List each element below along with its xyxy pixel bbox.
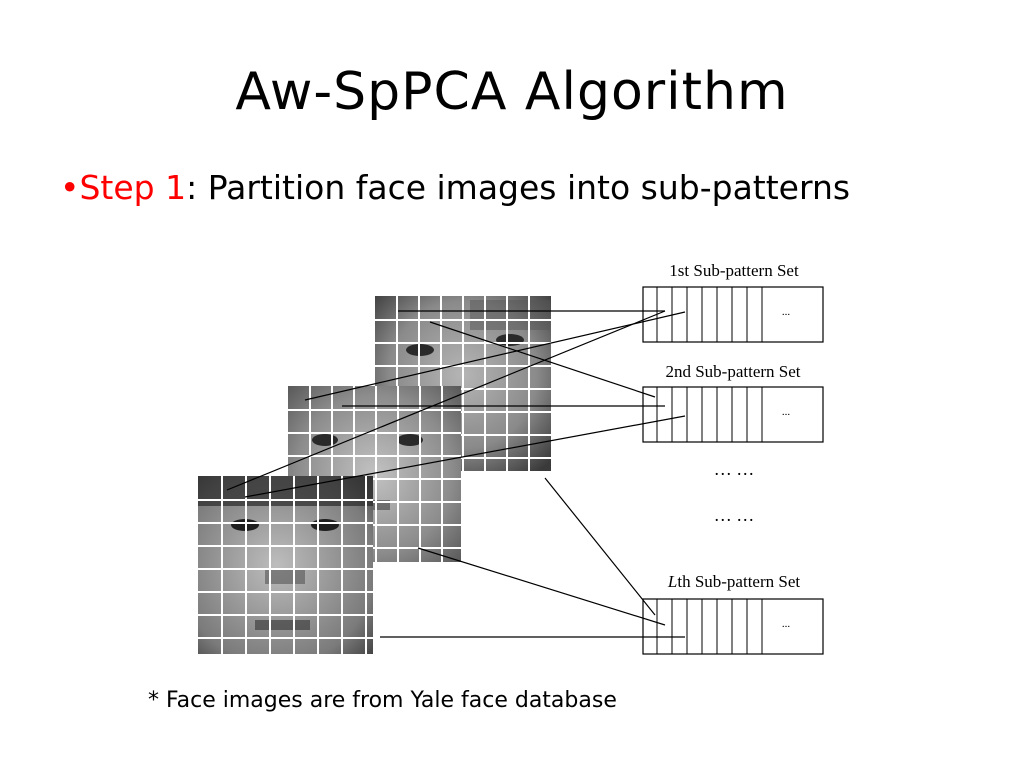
set-1-cell-ellipsis: ...: [782, 306, 791, 318]
set-l-cell-ellipsis: ...: [782, 618, 791, 630]
set-2-cell-ellipsis: ...: [782, 406, 791, 418]
set-l-label: Lth Sub-pattern Set: [667, 572, 801, 591]
sub-pattern-set-l: Lth Sub-pattern Set ...: [643, 572, 823, 654]
set-2-label: 2nd Sub-pattern Set: [665, 362, 800, 381]
face-image-front: [198, 476, 373, 654]
between-ellipsis-2: … …: [714, 505, 755, 525]
footnote: * Face images are from Yale face databas…: [148, 688, 617, 713]
set-l-label-text: th Sub-pattern Set: [677, 572, 800, 591]
between-ellipsis-1: … …: [714, 459, 755, 479]
set-l-label-prefix: L: [667, 572, 677, 591]
sub-pattern-set-1: 1st Sub-pattern Set ...: [643, 261, 823, 342]
set-1-label: 1st Sub-pattern Set: [669, 261, 799, 280]
sub-pattern-set-2: 2nd Sub-pattern Set ...: [643, 362, 823, 442]
